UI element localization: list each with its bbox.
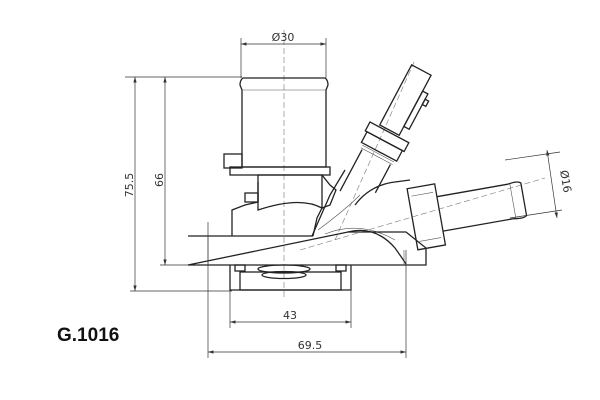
dimension-label-flange-width: 69.5 [298, 339, 323, 352]
housing-neck-contour [317, 194, 396, 241]
housing-neck [311, 169, 411, 265]
temperature-sensor [339, 64, 432, 194]
thermostat-cartridge [229, 264, 352, 291]
part-number-label: G.1016 [57, 325, 120, 346]
dimension-label-cartridge-width: 43 [283, 309, 297, 322]
side-outlet-pipe [406, 181, 528, 251]
thermostat-housing [231, 174, 337, 237]
mounting-flange [187, 231, 427, 266]
dimension-top-pipe-diameter: Ø30 [240, 31, 327, 78]
dimension-label-overall-height: 75.5 [123, 173, 136, 198]
dimension-cartridge-width: 43 [229, 265, 352, 328]
dimension-label-top-pipe: Ø30 [272, 31, 295, 44]
top-outlet-pipe [223, 77, 331, 176]
dimension-side-pipe-diameter: Ø16 [504, 149, 574, 219]
dimension-height-to-flange: 66 [153, 77, 188, 266]
dimension-label-side-pipe: Ø16 [557, 169, 574, 194]
dimension-flange-width: 69.5 [207, 222, 407, 358]
dimension-overall-height: 75.5 [123, 76, 242, 292]
sensor-center-line [334, 59, 416, 241]
side-pipe-center-line [299, 177, 546, 251]
dimension-label-height-to-flange: 66 [153, 173, 166, 187]
